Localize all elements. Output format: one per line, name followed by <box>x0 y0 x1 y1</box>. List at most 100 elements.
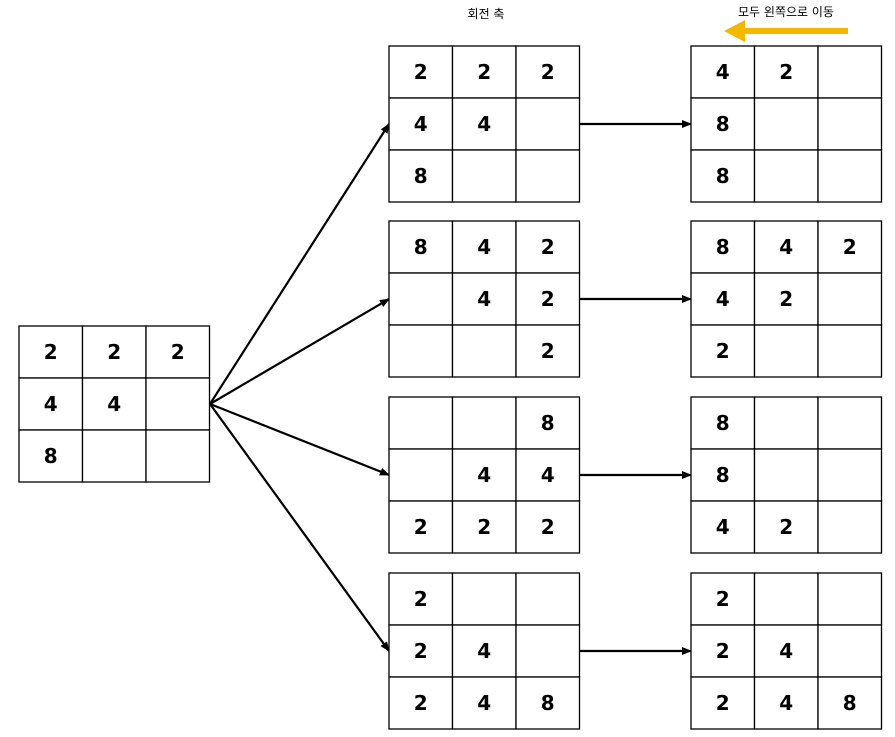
grid-cell <box>817 396 883 450</box>
tile-value: 8 <box>716 112 730 136</box>
grid-cell <box>451 149 517 203</box>
tile-value: 8 <box>414 164 428 188</box>
tile-value: 4 <box>779 691 793 715</box>
tile-value: 8 <box>716 164 730 188</box>
grid-cell <box>817 624 883 678</box>
grid-cell <box>451 572 517 626</box>
tile-value: 2 <box>541 339 555 363</box>
tile-value: 4 <box>107 392 121 416</box>
tile-value: 8 <box>541 691 555 715</box>
grid-cell <box>817 149 883 203</box>
tile-value: 2 <box>414 691 428 715</box>
tile-value: 4 <box>779 639 793 663</box>
grid-cell <box>817 45 883 99</box>
grid-cell <box>515 572 581 626</box>
grid-cell <box>388 220 454 274</box>
grid-cell <box>388 624 454 678</box>
grid-cell <box>388 500 454 554</box>
tile-value: 8 <box>414 235 428 259</box>
tile-value: 4 <box>414 112 428 136</box>
grid-cell <box>817 500 883 554</box>
tile-value: 2 <box>171 340 185 364</box>
grid-cell <box>81 377 147 431</box>
grid-cell <box>451 324 517 378</box>
grid-cell <box>817 324 883 378</box>
move-all-left-label: 모두 왼쪽으로 이동 <box>738 5 834 19</box>
grid-cell <box>817 676 883 730</box>
connector-arrows <box>209 120 692 655</box>
grid-cell <box>451 448 517 502</box>
grid-cell <box>753 45 819 99</box>
grid-cell <box>753 448 819 502</box>
grid-cell <box>451 500 517 554</box>
grid-cell <box>753 572 819 626</box>
grid-cell <box>388 149 454 203</box>
fan-out-arrow-1 <box>209 123 390 405</box>
tile-value: 2 <box>477 515 491 539</box>
grid-cell <box>817 448 883 502</box>
grid-cell <box>753 272 819 326</box>
tile-value: 4 <box>716 515 730 539</box>
tile-value: 8 <box>541 411 555 435</box>
grid-cell <box>690 45 756 99</box>
rotation-axis-label: 회전 축 <box>468 7 505 21</box>
tile-value: 2 <box>414 587 428 611</box>
grid-cell <box>515 97 581 151</box>
grid-cell <box>753 624 819 678</box>
grid-cell <box>753 500 819 554</box>
grid-cell <box>690 500 756 554</box>
grid-cell <box>515 149 581 203</box>
fan-out-arrow-2 <box>209 298 390 405</box>
grid-cell <box>753 676 819 730</box>
grid-cell <box>753 324 819 378</box>
tile-value: 2 <box>44 340 58 364</box>
grid-cell <box>817 220 883 274</box>
grid-cell <box>81 429 147 483</box>
grid-cell <box>690 324 756 378</box>
tile-value: 4 <box>477 112 491 136</box>
grid-cell <box>388 97 454 151</box>
tile-value: 2 <box>477 60 491 84</box>
tile-value: 2 <box>779 60 793 84</box>
grid-cell <box>18 429 84 483</box>
tile-value: 2 <box>716 639 730 663</box>
grid-cell <box>451 97 517 151</box>
grid-cell <box>388 324 454 378</box>
tile-value: 2 <box>414 60 428 84</box>
tile-value: 4 <box>477 287 491 311</box>
fan-out-arrow-3 <box>209 402 390 477</box>
grid-cell <box>451 220 517 274</box>
grid-cell <box>451 396 517 450</box>
grid-cell <box>388 396 454 450</box>
grid-cell <box>753 149 819 203</box>
tile-value: 8 <box>716 235 730 259</box>
tile-value: 2 <box>107 340 121 364</box>
tile-value: 4 <box>716 287 730 311</box>
grid-cell <box>451 624 517 678</box>
tile-value: 2 <box>414 639 428 663</box>
tile-value: 2 <box>541 515 555 539</box>
tile-value: 2 <box>779 287 793 311</box>
tile-value: 2 <box>843 235 857 259</box>
grid-cell <box>388 272 454 326</box>
grid-cell <box>145 429 211 483</box>
grid-cell <box>18 377 84 431</box>
grid-cell <box>690 220 756 274</box>
grid-cell <box>817 97 883 151</box>
grid-cell <box>515 448 581 502</box>
move-left-arrow-icon <box>724 20 848 42</box>
tile-value: 8 <box>716 463 730 487</box>
grid-cell <box>515 220 581 274</box>
tile-value: 2 <box>779 515 793 539</box>
tile-value: 2 <box>716 339 730 363</box>
tile-value: 8 <box>44 444 58 468</box>
tile-value: 2 <box>414 515 428 539</box>
grid-cell <box>388 45 454 99</box>
grid-cell <box>515 272 581 326</box>
tile-value: 4 <box>541 463 555 487</box>
